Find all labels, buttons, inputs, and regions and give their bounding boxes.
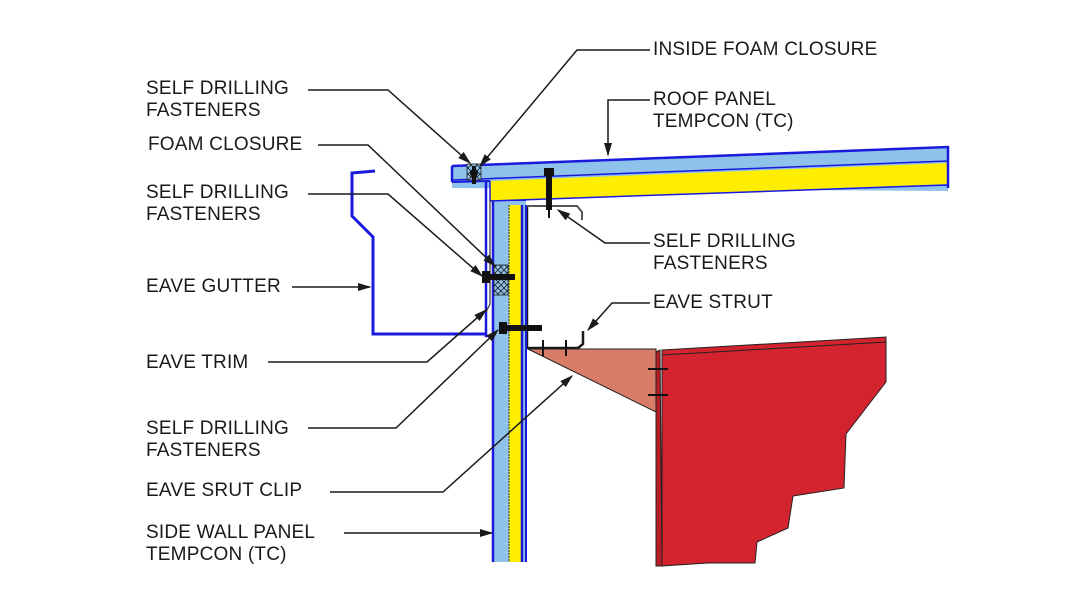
roof-panel <box>450 145 950 202</box>
label-line: TEMPCON (TC) <box>146 544 287 565</box>
fastener-roof-strut <box>544 168 554 218</box>
label-line: FASTENERS <box>146 100 261 121</box>
label-self-drilling-fasteners-roof-edge: SELF DRILLING FASTENERS <box>146 78 289 122</box>
label-self-drilling-fasteners-roof-strut: SELF DRILLING FASTENERS <box>653 231 796 275</box>
label-line: SIDE WALL PANEL <box>146 522 316 543</box>
label-line: TEMPCON (TC) <box>653 111 794 132</box>
eave-strut-clip <box>527 348 668 413</box>
fastener-wall-strut <box>499 322 542 334</box>
label-line: FASTENERS <box>653 253 768 274</box>
label-side-wall-panel: SIDE WALL PANEL TEMPCON (TC) <box>146 522 315 566</box>
label-line: SELF DRILLING <box>653 231 797 252</box>
label-roof-panel: ROOF PANEL TEMPCON (TC) <box>653 89 794 133</box>
label-line: SELF DRILLING <box>146 182 290 203</box>
label-line: FASTENERS <box>146 204 261 225</box>
eave-gutter <box>350 169 486 336</box>
label-eave-trim: EAVE TRIM <box>146 352 249 373</box>
label-eave-gutter: EAVE GUTTER <box>146 276 281 297</box>
label-line: FASTENERS <box>146 440 261 461</box>
label-inside-foam-closure: INSIDE FOAM CLOSURE <box>653 39 878 60</box>
label-eave-strut: EAVE STRUT <box>653 292 773 313</box>
label-line: ROOF PANEL <box>653 89 777 110</box>
label-eave-strut-clip: EAVE SRUT CLIP <box>146 480 303 501</box>
side-wall-panel <box>491 199 527 562</box>
label-line: SELF DRILLING <box>146 78 290 99</box>
fastener-roof-edge <box>470 166 478 184</box>
fastener-gutter <box>482 271 515 283</box>
label-line: SELF DRILLING <box>146 418 290 439</box>
leader-lines <box>268 49 650 538</box>
label-foam-closure: FOAM CLOSURE <box>148 134 303 155</box>
eave-strut <box>525 205 585 356</box>
label-self-drilling-fasteners-gutter: SELF DRILLING FASTENERS <box>146 182 289 226</box>
label-self-drilling-fasteners-wall: SELF DRILLING FASTENERS <box>146 418 289 462</box>
rafter-member <box>655 336 887 567</box>
